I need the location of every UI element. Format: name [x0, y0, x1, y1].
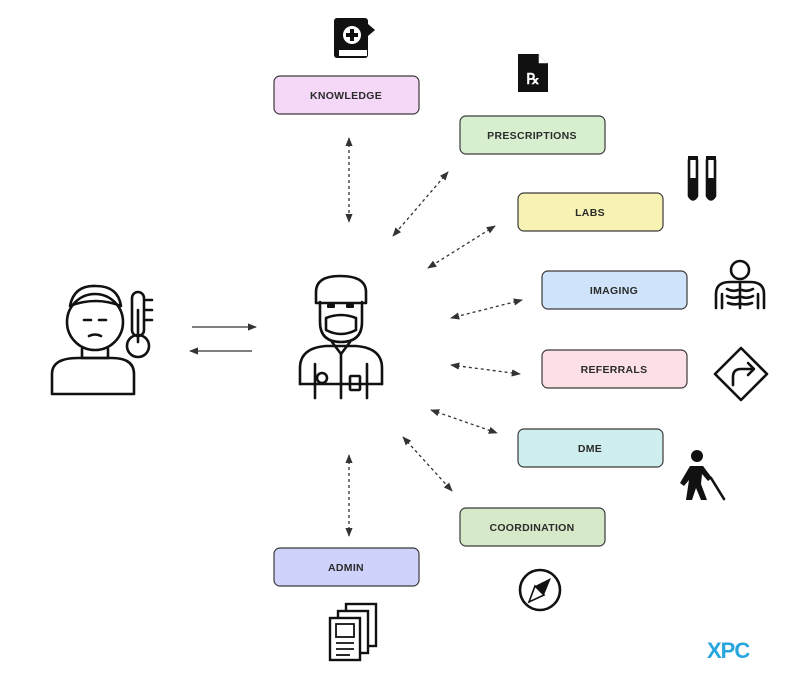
admin-label: ADMIN: [328, 562, 364, 574]
test-tubes-icon: [687, 156, 717, 201]
labs-box: [517, 192, 664, 232]
node-dme: DME: [517, 428, 664, 468]
imaging-box: [541, 270, 688, 310]
node-labs: LABS: [517, 192, 664, 232]
walking-cane-person-icon: [680, 450, 726, 501]
dme-label: DME: [578, 443, 602, 455]
node-knowledge: KNOWLEDGE: [273, 75, 420, 115]
xpc-logo: XPC: [707, 638, 750, 663]
arrow-dme: [430, 409, 498, 434]
prescriptions-box: [459, 115, 606, 155]
xray-icon: [714, 259, 766, 310]
svg-text:℞: ℞: [526, 71, 539, 88]
admin-box: [273, 547, 420, 587]
prescriptions-label: PRESCRIPTIONS: [487, 130, 577, 142]
arrow-prescriptions: [392, 171, 449, 237]
dme-box: [517, 428, 664, 468]
arrow-labs: [427, 225, 496, 269]
node-imaging: IMAGING: [541, 270, 688, 310]
documents-icon: [328, 602, 378, 662]
sick-patient-icon: [50, 284, 154, 396]
coordination-box: [459, 507, 606, 547]
prescription-icon: ℞: [518, 54, 548, 92]
node-coordination: COORDINATION: [459, 507, 606, 547]
arrow-referrals: [450, 362, 521, 377]
medical-book-icon: [334, 18, 375, 58]
referrals-box: [541, 349, 688, 389]
node-admin: ADMIN: [273, 547, 420, 587]
knowledge-box: [273, 75, 420, 115]
labs-label: LABS: [575, 207, 605, 219]
node-referrals: REFERRALS: [541, 349, 688, 389]
arrow-coordination: [402, 436, 453, 492]
knowledge-label: KNOWLEDGE: [310, 90, 382, 102]
coordination-label: COORDINATION: [489, 522, 574, 534]
doctor-icon: [298, 274, 384, 400]
referrals-label: REFERRALS: [581, 364, 648, 376]
imaging-label: IMAGING: [590, 285, 638, 297]
compass-icon: [518, 568, 562, 612]
arrow-imaging: [450, 298, 523, 320]
node-prescriptions: PRESCRIPTIONS: [459, 115, 606, 155]
turn-right-sign-icon: [713, 346, 769, 402]
